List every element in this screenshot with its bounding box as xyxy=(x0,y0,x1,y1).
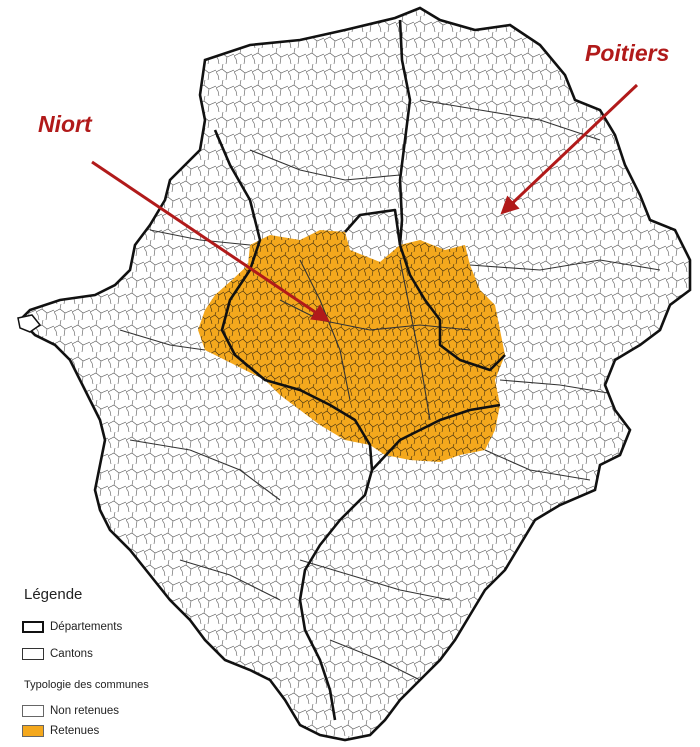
legend-label-cantons: Cantons xyxy=(50,648,93,660)
legend-label-non-retenues: Non retenues xyxy=(50,705,120,717)
legend-swatch-retenues xyxy=(22,725,44,737)
legend-label-retenues: Retenues xyxy=(50,725,100,737)
legend: Légende Départements Cantons Typologie d… xyxy=(22,586,222,741)
legend-label-departements: Départements xyxy=(50,621,123,633)
island xyxy=(17,314,42,333)
arrow-icon xyxy=(91,160,330,323)
departement-boundaries xyxy=(213,19,506,721)
arrow-icon xyxy=(500,83,639,215)
legend-row-non-retenues: Non retenues xyxy=(22,703,119,719)
legend-row-departements: Départements xyxy=(22,619,122,635)
legend-title: Légende xyxy=(24,586,83,603)
label-poitiers: Poitiers xyxy=(585,40,670,66)
legend-row-retenues: Retenues xyxy=(22,723,99,739)
canton-boundaries xyxy=(119,99,661,681)
legend-swatch-non-retenues xyxy=(22,705,44,717)
legend-row-cantons: Cantons xyxy=(22,646,93,662)
legend-swatch-departements xyxy=(22,621,44,633)
label-niort: Niort xyxy=(38,111,92,137)
legend-subtitle: Typologie des communes xyxy=(24,679,149,691)
legend-swatch-cantons xyxy=(22,648,44,660)
